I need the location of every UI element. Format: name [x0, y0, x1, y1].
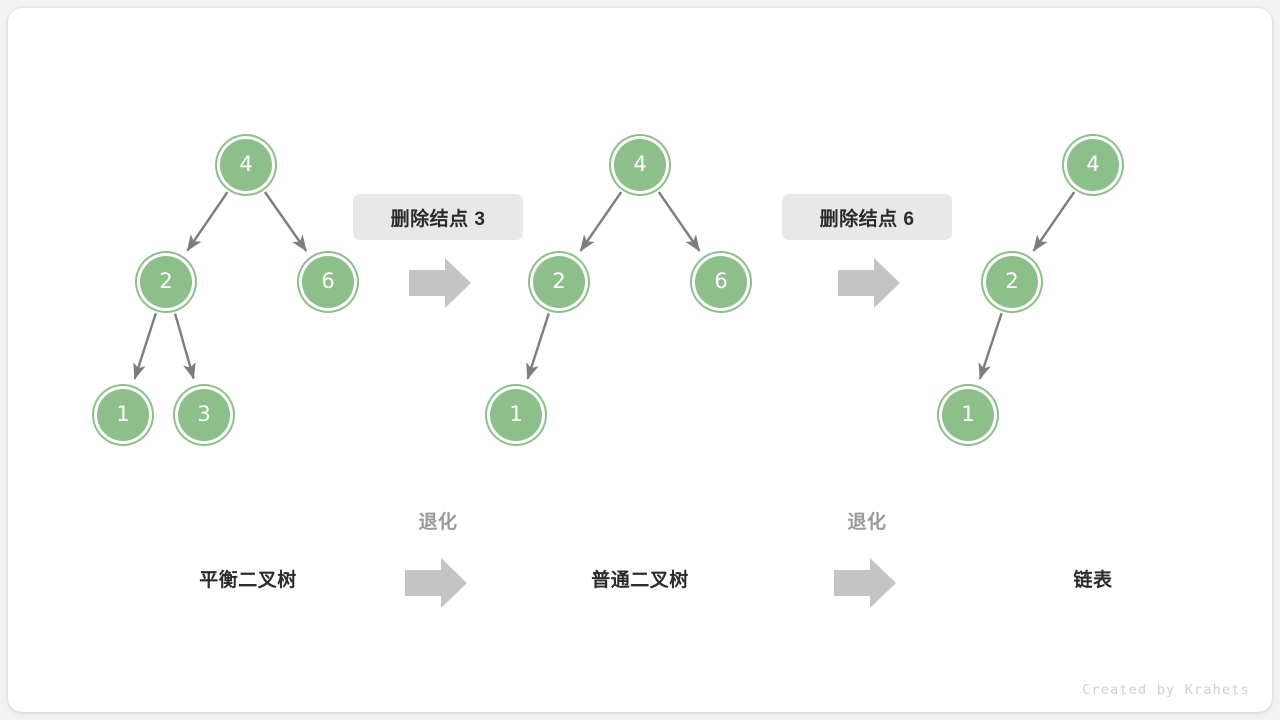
- tree-node-2: 2: [533, 256, 585, 308]
- tree-node-6: 6: [302, 256, 354, 308]
- caption-ordinary-tree: 普通二叉树: [591, 570, 689, 591]
- tree-node-value: 6: [714, 268, 728, 293]
- diagram-card: [8, 8, 1272, 712]
- degrade-label-1: 退化: [418, 512, 458, 533]
- tree-node-1: 1: [490, 389, 542, 441]
- tree-node-3: 3: [178, 389, 230, 441]
- tree-node-value: 1: [961, 401, 975, 426]
- caption-linked-list: 链表: [1073, 570, 1113, 591]
- tree-node-4: 4: [614, 139, 666, 191]
- tree-node-1: 1: [942, 389, 994, 441]
- tree-node-value: 3: [197, 401, 211, 426]
- tree-node-value: 4: [1086, 151, 1100, 176]
- tree-node-6: 6: [695, 256, 747, 308]
- tree-node-value: 4: [633, 151, 647, 176]
- tree-node-1: 1: [97, 389, 149, 441]
- tree-node-2: 2: [986, 256, 1038, 308]
- caption-balanced-tree: 平衡二叉树: [199, 570, 297, 591]
- tree-node-value: 2: [159, 268, 173, 293]
- tree-node-value: 1: [116, 401, 130, 426]
- tree-node-value: 2: [552, 268, 566, 293]
- watermark-credit: Created by Krahets: [1082, 682, 1250, 698]
- tree-node-2: 2: [140, 256, 192, 308]
- tree-node-4: 4: [1067, 139, 1119, 191]
- step-chip-delete-6: 删除结点 6: [782, 194, 952, 240]
- step-chip-delete-3: 删除结点 3: [353, 194, 523, 240]
- tree-node-value: 4: [239, 151, 253, 176]
- tree-node-4: 4: [220, 139, 272, 191]
- tree-node-value: 1: [509, 401, 523, 426]
- degrade-label-2: 退化: [847, 512, 887, 533]
- tree-node-value: 6: [321, 268, 335, 293]
- tree-node-value: 2: [1005, 268, 1019, 293]
